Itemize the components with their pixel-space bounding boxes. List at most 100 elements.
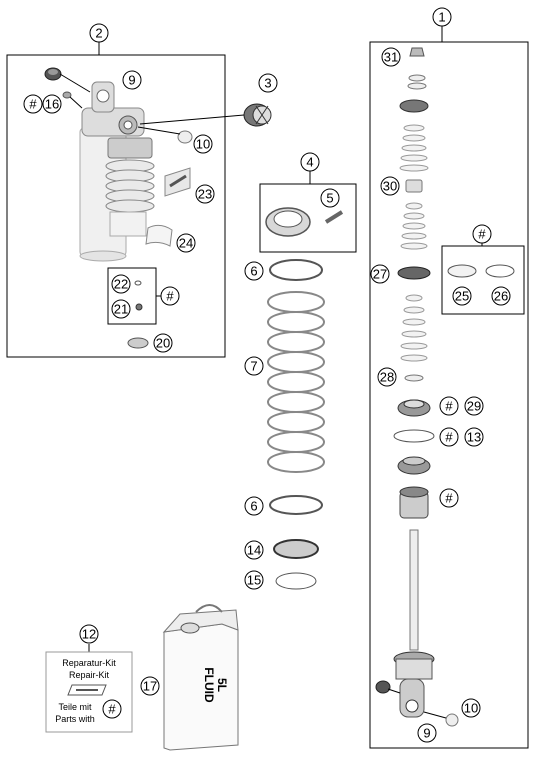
ring-26 [485,264,515,278]
svg-text:4: 4 [306,155,313,170]
callout-20: 20 [153,333,173,353]
spacer-part [177,130,193,144]
callout-3: 3 [258,73,278,93]
callout-30: 30 [380,176,400,196]
svg-text:#: # [445,399,453,414]
callout-23: 23 [195,184,215,204]
shock-absorber-illustration [79,81,155,262]
svg-text:22: 22 [114,277,128,292]
callout-10-bottom: 10 [461,698,481,718]
callout-6-bottom: 6 [244,496,264,516]
svg-text:#: # [29,97,37,112]
svg-text:13: 13 [467,430,481,445]
svg-text:#: # [445,430,453,445]
callout-6-top: 6 [244,261,264,281]
hash-callout-13: # [439,427,459,447]
svg-text:29: 29 [467,399,481,414]
o-ring-small [134,280,142,286]
svg-text:9: 9 [128,73,135,88]
svg-text:#: # [478,227,486,242]
fluid-volume: 5L [215,678,229,692]
o-ring-15 [275,572,317,590]
callout-10-top: 10 [193,134,213,154]
callout-17: 17 [140,676,160,696]
spring-seat-bottom [269,495,323,515]
svg-text:14: 14 [247,543,261,558]
svg-text:#: # [166,289,174,304]
callout-7: 7 [244,356,264,376]
repair-kit-line4: Parts with [55,714,95,724]
callout-16: 16 [42,94,62,114]
spring-retainer [273,539,319,559]
ktm-logo [67,684,107,696]
callout-12: 12 [79,624,99,644]
callout-31: 31 [381,47,401,67]
svg-text:10: 10 [464,701,478,716]
cap-part [127,337,149,349]
svg-text:10: 10 [196,137,210,152]
callout-4: 4 [300,152,320,172]
svg-text:2: 2 [95,26,102,41]
ring-25 [447,264,477,278]
hash-callout-21-22: # [160,286,180,306]
callout-25: 25 [452,286,472,306]
callout-28: 28 [377,367,397,387]
hash-callout-25-26: # [472,224,492,244]
svg-text:24: 24 [179,236,193,251]
svg-text:3: 3 [264,76,271,91]
hash-callout-repair-kit: # [102,699,122,719]
callout-27: 27 [370,264,390,284]
callout-9-bottom: 9 [417,723,437,743]
svg-text:1: 1 [438,10,445,25]
sticker-part [145,224,173,247]
repair-kit-line2: Repair-Kit [69,670,110,680]
hash-callout-29: # [439,396,459,416]
bolt-part [44,67,62,81]
callout-22: 22 [111,274,131,294]
callout-24: 24 [176,233,196,253]
svg-text:6: 6 [250,499,257,514]
svg-text:#: # [108,702,116,717]
callout-5: 5 [320,188,340,208]
repair-kit-line1: Reparatur-Kit [62,658,116,668]
svg-text:23: 23 [198,187,212,202]
callout-21: 21 [111,299,131,319]
bolt-bottom [375,680,391,694]
callout-15: 15 [244,570,264,590]
fluid-label: FLUID [202,667,216,703]
callout-26: 26 [491,286,511,306]
svg-text:6: 6 [250,264,257,279]
svg-text:12: 12 [82,627,96,642]
svg-text:5: 5 [326,191,333,206]
callout-1: 1 [432,7,452,27]
group-box-25-26 [441,245,525,315]
valve-part [135,303,143,311]
callout-9-top: 9 [122,70,142,90]
fluid-can [162,604,239,751]
callout-2: 2 [89,23,109,43]
adjuster-part [243,103,272,127]
callout-14: 14 [244,540,264,560]
svg-text:30: 30 [383,179,397,194]
hash-callout-bearing: # [439,488,459,508]
adjusting-nut [265,207,311,237]
spacer-bottom [445,713,459,727]
repair-kit-line3: Teile mit [58,702,92,712]
damper-stack [393,47,435,718]
callout-13: 13 [464,427,484,447]
spring-seat-top [269,259,323,281]
svg-text:7: 7 [250,359,257,374]
svg-text:28: 28 [380,370,394,385]
group-box-1 [369,41,529,749]
svg-text:27: 27 [373,267,387,282]
svg-text:25: 25 [455,289,469,304]
washer-part [62,91,72,99]
svg-text:31: 31 [384,50,398,65]
svg-text:21: 21 [114,302,128,317]
svg-text:20: 20 [156,336,170,351]
hash-callout-16: # [23,94,43,114]
svg-text:16: 16 [45,97,59,112]
decal-part [164,167,191,197]
svg-text:#: # [445,491,453,506]
